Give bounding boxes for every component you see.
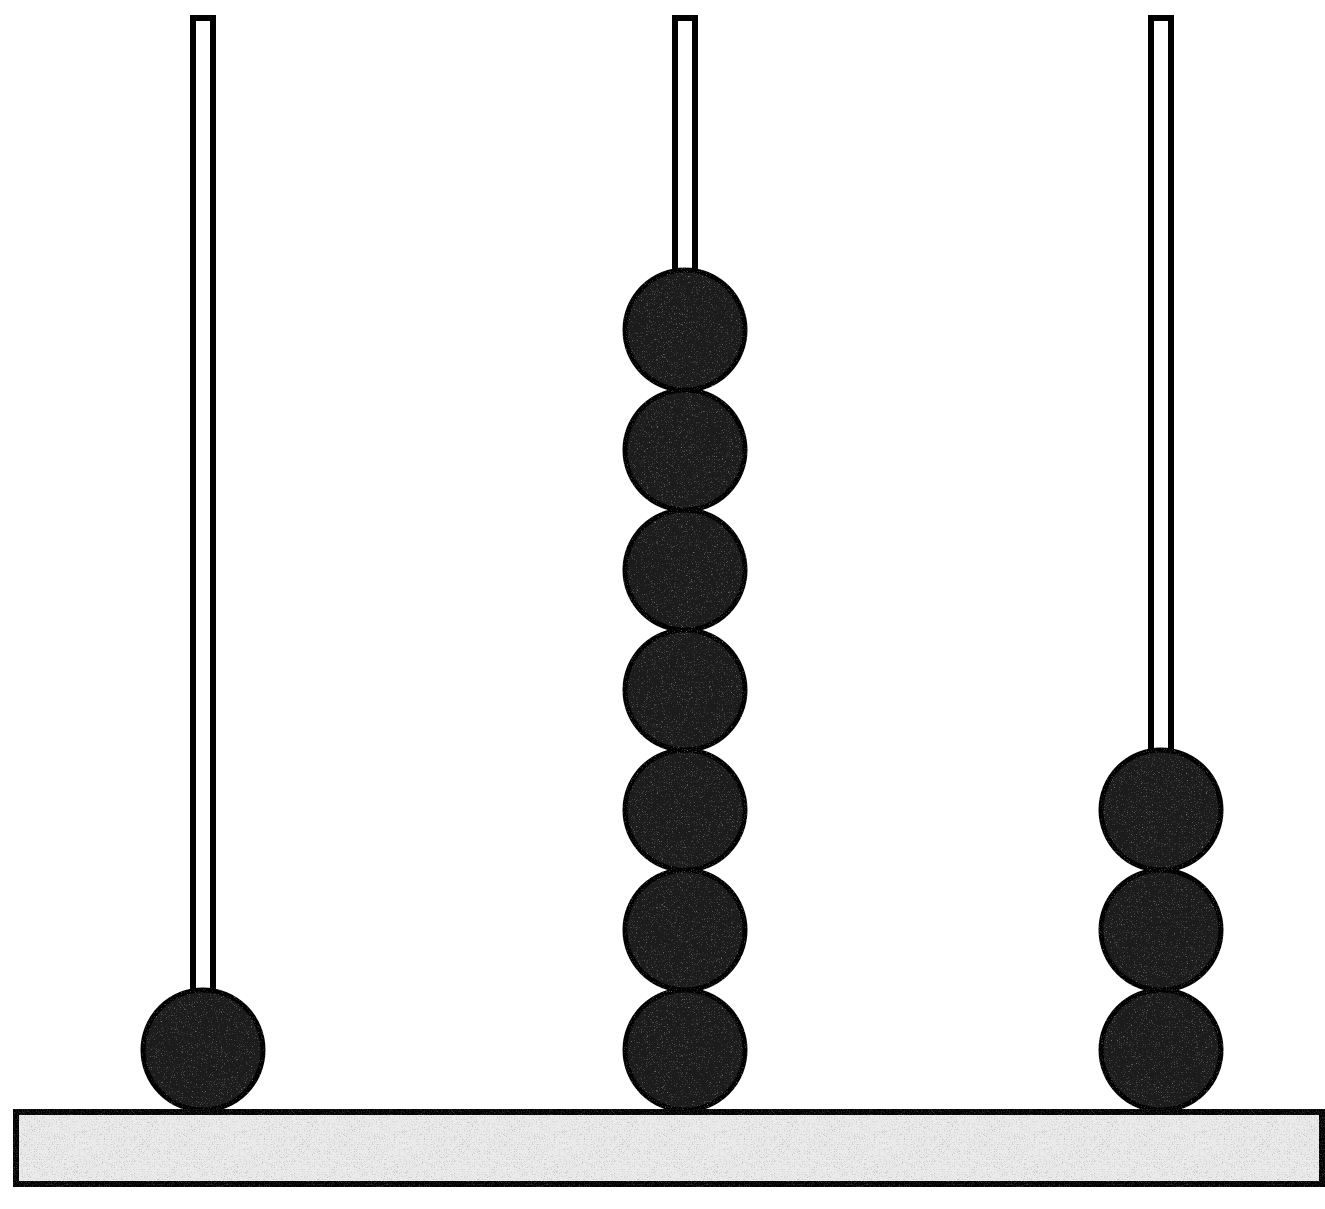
rod-left (193, 18, 213, 1112)
bead-middle-6 (625, 390, 745, 510)
base-layer (16, 1112, 1322, 1184)
bead-middle-7 (625, 270, 745, 390)
bead-right-3 (1101, 750, 1221, 870)
bead-middle-1 (625, 990, 745, 1110)
abacus-base (16, 1112, 1322, 1184)
bead-right-1 (1101, 990, 1221, 1110)
beads-layer (143, 270, 1221, 1110)
bead-middle-3 (625, 750, 745, 870)
bead-left-1 (143, 990, 263, 1110)
bead-middle-4 (625, 630, 745, 750)
bead-middle-2 (625, 870, 745, 990)
bead-middle-5 (625, 510, 745, 630)
bead-right-2 (1101, 870, 1221, 990)
